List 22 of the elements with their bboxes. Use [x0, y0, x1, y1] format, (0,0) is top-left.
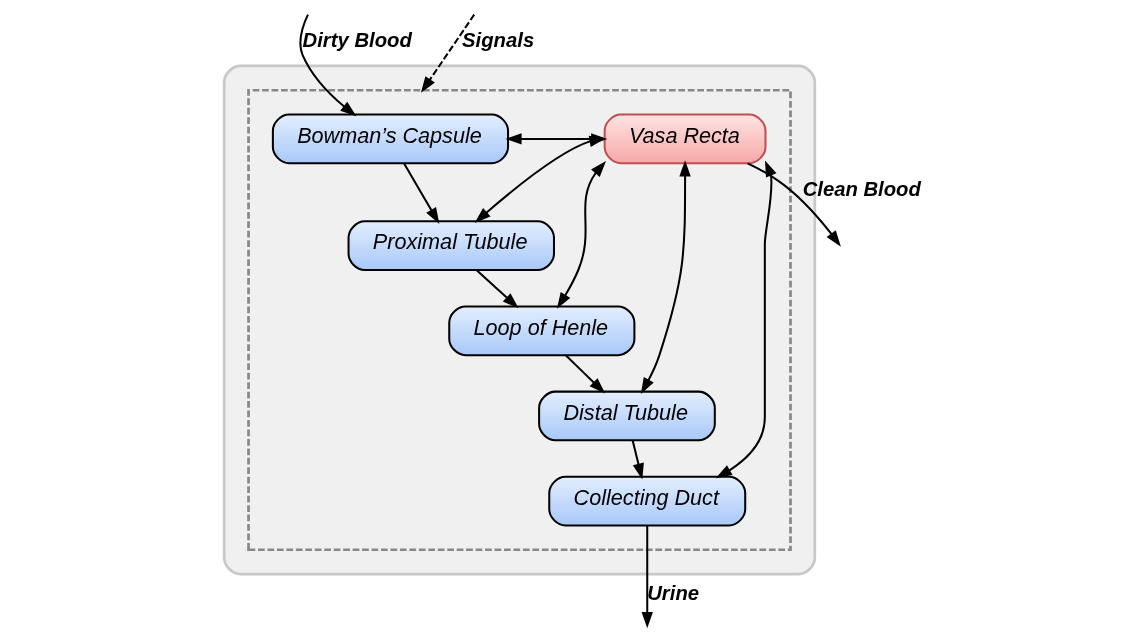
- cluster: [247, 88, 792, 552]
- node-box: Distal Tubule: [538, 390, 716, 442]
- arrow: [631, 440, 644, 480]
- arrow: [476, 269, 519, 309]
- edge-label: Dirty Blood: [302, 29, 412, 51]
- arrow: [299, 14, 357, 117]
- arrow: [403, 162, 440, 224]
- node-box: Proximal Tubule: [347, 220, 555, 271]
- arrow: [565, 354, 606, 394]
- arrow: [640, 160, 691, 394]
- node-box: Loop of Henle: [448, 305, 636, 357]
- arrow: [420, 14, 476, 93]
- node-box: Collecting Duct: [548, 475, 747, 527]
- arrow: [715, 160, 777, 479]
- node-box: Bowman’s Capsule: [271, 113, 510, 165]
- node-box: Vasa Recta: [603, 113, 767, 165]
- arrow: [556, 160, 606, 309]
- arrow: [747, 162, 841, 247]
- edge-label: Clean Blood: [802, 177, 921, 200]
- edge-label: Urine: [647, 581, 700, 604]
- edge-label: Signals: [462, 29, 535, 51]
- arrow: [641, 525, 653, 629]
